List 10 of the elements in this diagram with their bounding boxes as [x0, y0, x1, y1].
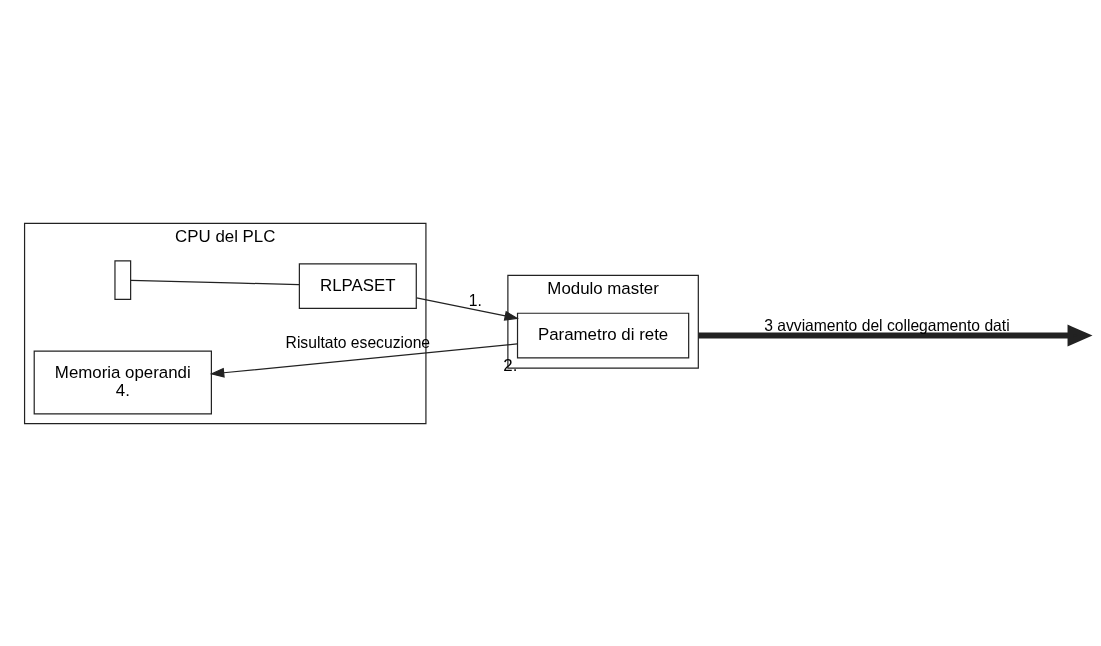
- arrow: [209, 342, 518, 378]
- node-box: Memoria operandi 4.: [33, 350, 212, 414]
- node-box: RLPASET: [298, 262, 417, 309]
- arrow: [415, 296, 519, 321]
- arrow: [698, 324, 1093, 346]
- node-contact: [114, 259, 132, 300]
- edge-label: 1.: [468, 291, 482, 309]
- connector: [130, 279, 300, 285]
- edge-label: 3 avviamento del collegamento dati: [764, 316, 1010, 334]
- node-box: Parametro di rete: [516, 312, 690, 358]
